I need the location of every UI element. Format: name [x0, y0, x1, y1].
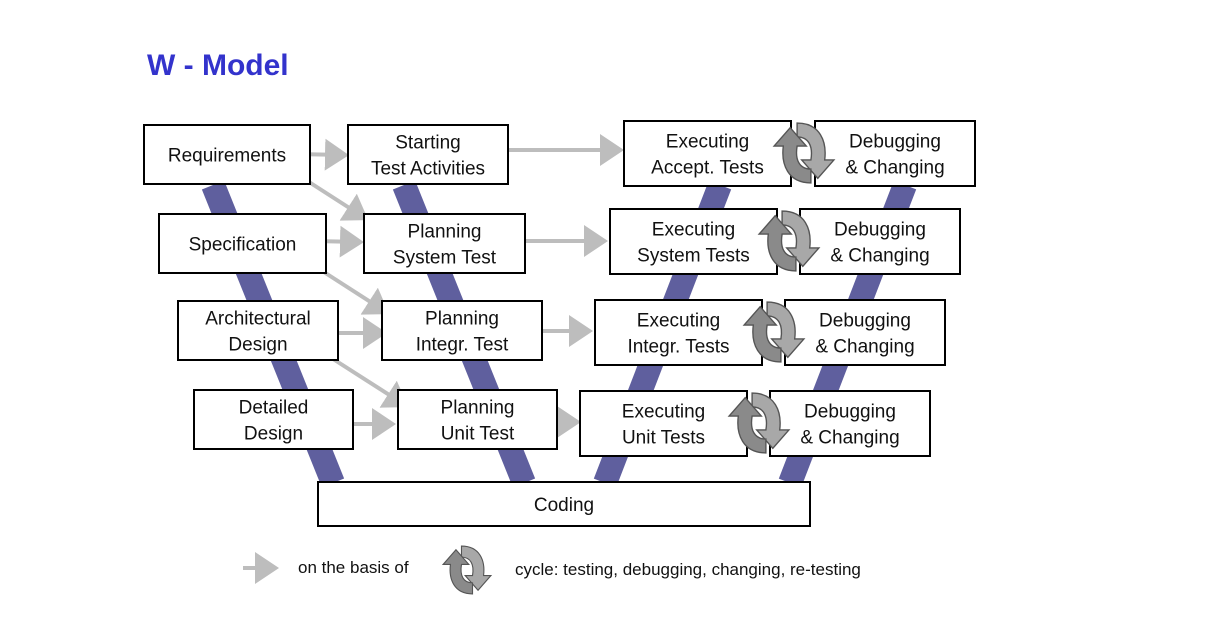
specification-box: Specification: [158, 213, 327, 274]
coding-box: Coding: [317, 481, 811, 527]
detailed-design-label: Detailed: [239, 398, 309, 419]
planning-integr-test-label: Planning: [425, 309, 499, 330]
debugging-changing-box: Debugging & Changing: [784, 299, 946, 366]
executing-integr-tests-label: Integr. Tests: [627, 337, 729, 358]
executing-unit-tests-label: Unit Tests: [622, 428, 705, 449]
starting-test-activities-label: Starting: [395, 133, 460, 154]
debugging-changing-label: & Changing: [815, 337, 914, 358]
detailed-design-label: Design: [244, 424, 303, 445]
cycle-icon: [757, 210, 821, 272]
legend: on the basis of cycle: testing, debuggin…: [243, 545, 861, 595]
cycle-icon: [742, 301, 806, 363]
debugging-changing-label: Debugging: [804, 402, 896, 423]
requirements-label: Requirements: [168, 146, 286, 167]
planning-unit-test-label: Planning: [441, 398, 515, 419]
requirements-box: Requirements: [143, 124, 311, 185]
architectural-design-label: Architectural: [205, 309, 311, 330]
debugging-changing-label: & Changing: [845, 158, 944, 179]
planning-system-test-label: Planning: [408, 222, 482, 243]
debugging-changing-label: & Changing: [800, 428, 899, 449]
planning-unit-test-label: Unit Test: [441, 424, 515, 445]
executing-accept-tests-label: Executing: [666, 132, 749, 153]
cycle-icons: [727, 122, 836, 454]
legend-cycle-icon: [441, 545, 493, 595]
architectural-design-label: Design: [228, 335, 287, 356]
debugging-changing-box: Debugging & Changing: [769, 390, 931, 457]
planning-integr-test-label: Integr. Test: [416, 335, 509, 356]
debugging-changing-label: & Changing: [830, 246, 929, 267]
cycle-icon: [441, 545, 493, 595]
debugging-changing-label: Debugging: [849, 132, 941, 153]
planning-system-test-label: System Test: [393, 248, 497, 269]
executing-integr-tests-label: Executing: [637, 311, 720, 332]
cycle-icon: [727, 392, 791, 454]
executing-system-tests-label: System Tests: [637, 246, 750, 267]
basis-arrow: [328, 355, 409, 408]
diagram-boxes: RequirementsSpecificationArchitecturalDe…: [143, 120, 976, 527]
debugging-changing-label: Debugging: [834, 220, 926, 241]
debugging-changing-box: Debugging & Changing: [814, 120, 976, 187]
legend-cycle-label: cycle: testing, debugging, changing, re-…: [515, 560, 861, 579]
specification-label: Specification: [189, 235, 297, 256]
executing-system-tests-label: Executing: [652, 220, 735, 241]
cycle-icon: [772, 122, 836, 184]
diagram-title: W - Model: [147, 49, 289, 82]
legend-arrow-label: on the basis of: [298, 558, 409, 577]
debugging-changing-label: Debugging: [819, 311, 911, 332]
coding-label: Coding: [534, 495, 594, 516]
debugging-changing-box: Debugging & Changing: [799, 208, 961, 275]
executing-accept-tests-label: Accept. Tests: [651, 158, 764, 179]
executing-unit-tests-label: Executing: [622, 402, 705, 423]
starting-test-activities-label: Test Activities: [371, 159, 485, 180]
